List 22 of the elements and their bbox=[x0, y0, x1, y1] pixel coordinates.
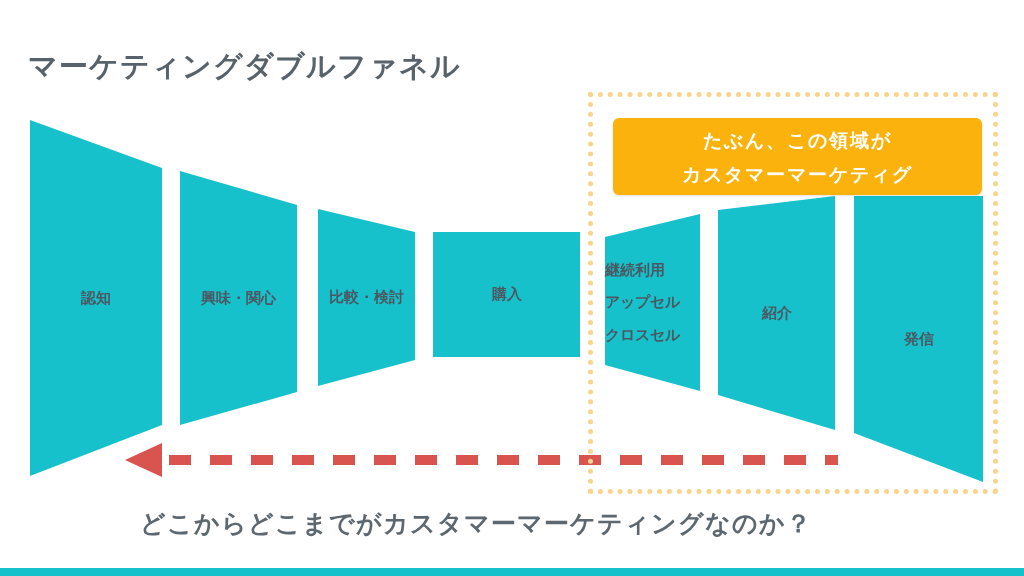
stage-label: 興味・関心 bbox=[201, 287, 276, 309]
callout-text: カスタマーマーケティグ bbox=[682, 161, 913, 187]
stage-label: 比較・検討 bbox=[329, 287, 404, 309]
callout-text: たぶん、この領域が bbox=[703, 127, 892, 153]
caption: どこからどこまでがカスタマーマーケティングなのか？ bbox=[140, 508, 812, 540]
stage-label: 紹介 bbox=[761, 302, 792, 324]
funnel-stage bbox=[605, 214, 700, 391]
title: マーケティングダブルファネル bbox=[28, 48, 461, 85]
funnel-stage bbox=[30, 120, 162, 476]
dotted-region-box bbox=[588, 92, 998, 494]
funnel-stage bbox=[433, 232, 580, 357]
stage-label: アップセル bbox=[605, 292, 680, 314]
funnel-stage bbox=[854, 196, 983, 482]
callout-box bbox=[613, 118, 982, 195]
stage-label: 認知 bbox=[81, 287, 111, 309]
stage-label: クロスセル bbox=[605, 324, 680, 346]
funnel-stage bbox=[718, 196, 835, 430]
stage-label: 継続利用 bbox=[605, 259, 665, 281]
funnel-stage bbox=[318, 209, 415, 386]
stage-label: 購入 bbox=[491, 284, 522, 306]
stage-label: 発信 bbox=[903, 328, 934, 350]
funnel-stage bbox=[180, 171, 297, 425]
